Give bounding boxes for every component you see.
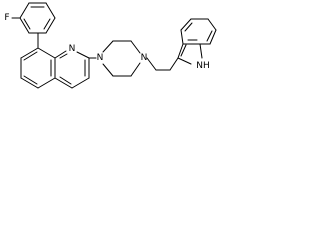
atom-labels: F N N N NH <box>4 13 209 71</box>
fluorophenyl-ring <box>11 2 56 34</box>
piperazine-n4-label: N <box>141 53 148 63</box>
quinoline-pyridine-ring <box>54 50 90 89</box>
piperazine-n1-label: N <box>97 53 104 63</box>
ethyl-linker <box>146 57 179 71</box>
quinoline-nitrogen-label: N <box>69 44 76 54</box>
quinoline-benzo-ring <box>20 47 56 89</box>
fluorine-label: F <box>4 13 9 23</box>
molecule-drawing: F N N N NH <box>4 2 217 89</box>
piperazine-ring <box>102 40 141 77</box>
indole-benzene-ring <box>180 18 217 45</box>
indole-nh-label: NH <box>196 61 210 71</box>
structure-diagram: F N N N NH <box>0 0 224 121</box>
indole-pyrrole-ring <box>177 43 203 65</box>
